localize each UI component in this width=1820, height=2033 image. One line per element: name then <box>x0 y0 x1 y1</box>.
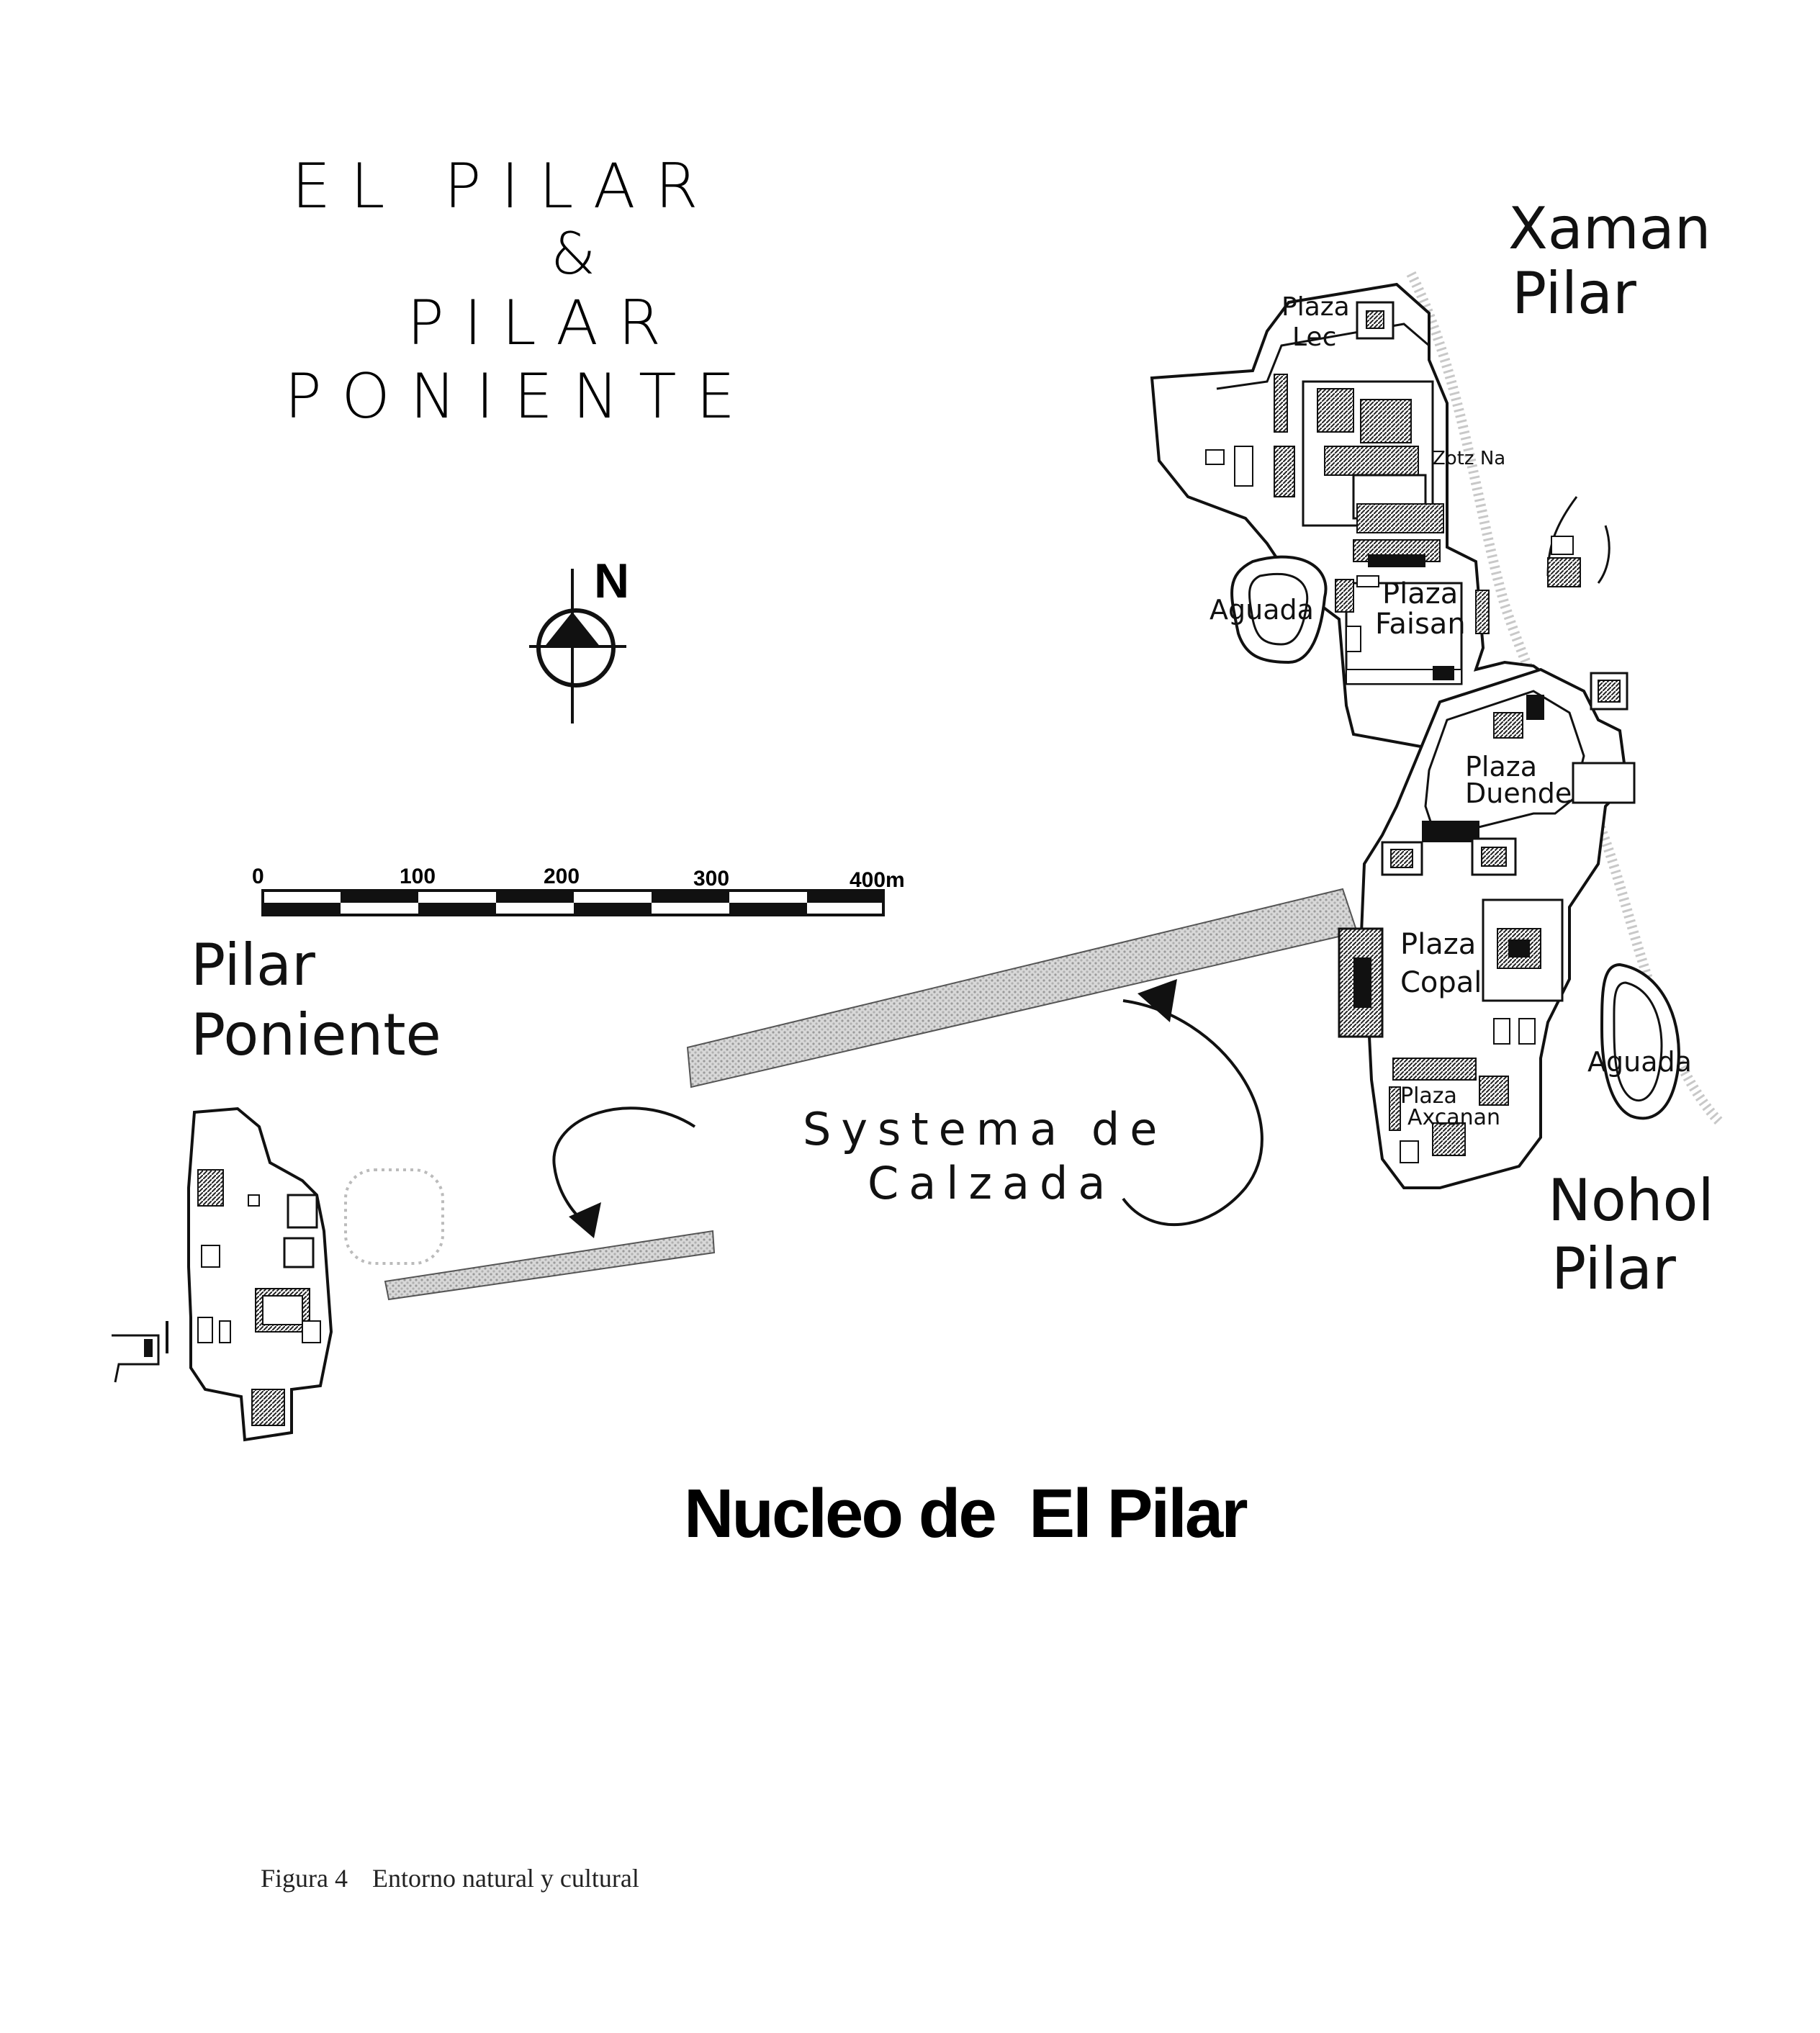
plaza-duende-label-2: Duende <box>1465 777 1572 809</box>
plaza-copal-label-2: Copal <box>1400 966 1482 999</box>
title-line-2: & <box>551 220 595 287</box>
title-line-3: P I L A R <box>407 287 661 359</box>
plaza-faisan-label-1: Plaza <box>1382 577 1458 610</box>
aguada-north-label: Aguada <box>1209 594 1314 626</box>
figure-caption-text: Entorno natural y cultural <box>372 1864 639 1893</box>
causeway-arrows: Systema de Calzada <box>552 979 1263 1238</box>
figure-number: Figura 4 <box>261 1864 348 1893</box>
group-label-poniente: Pilar Poniente <box>191 932 441 1068</box>
svg-text:Pilar: Pilar <box>191 932 315 999</box>
scale-tick-0: 0 <box>252 865 264 888</box>
north-arrow: N <box>529 554 629 724</box>
causeway-label-1: Systema de <box>803 1103 1167 1155</box>
causeway-upper <box>686 888 1359 1088</box>
nohol-pilar-complex: Plaza Duende Plaza Copal Plaza Axcanan <box>1338 667 1636 1189</box>
aguada-south-label: Aguada <box>1587 1046 1692 1078</box>
dotted-feature <box>344 1168 444 1265</box>
plaza-duende-label-1: Plaza <box>1465 751 1537 783</box>
title-line-4: P O N I E N T E <box>284 361 735 433</box>
group-label-xaman: Xaman Pilar <box>1508 195 1711 327</box>
scale-tick-300: 300 <box>693 867 729 891</box>
north-arrow-icon <box>544 612 601 648</box>
plaza-copal-label-1: Plaza <box>1400 928 1476 961</box>
arrow-head-icon <box>569 1202 601 1238</box>
plaza-lec-label-2: Lec <box>1292 323 1336 352</box>
svg-text:Xaman: Xaman <box>1508 195 1711 262</box>
svg-text:Pilar: Pilar <box>1512 260 1636 327</box>
xaman-pilar-complex: Plaza Lec Zotz Na Plaza Faisan <box>1150 271 1724 1127</box>
core-title: Nucleo de El Pilar <box>684 1475 1247 1552</box>
figure-caption: Figura 4 Entorno natural y cultural <box>261 1863 639 1893</box>
scale-bar: 0 100 200 300 400m <box>252 865 905 916</box>
svg-text:Nohol: Nohol <box>1548 1167 1714 1234</box>
plaza-axcanan-label-2: Axcanan <box>1407 1105 1500 1130</box>
svg-text:Pilar: Pilar <box>1551 1235 1676 1302</box>
north-label: N <box>594 554 629 608</box>
aguada-south: Aguada <box>1587 963 1692 1120</box>
title-line-1: E L P I L A R <box>292 150 698 222</box>
svg-text:Poniente: Poniente <box>191 1001 441 1068</box>
causeway-label-2: Calzada <box>868 1157 1115 1209</box>
scale-tick-400m: 400m <box>850 868 905 892</box>
aguada-north: Aguada <box>1209 555 1328 664</box>
causeway-lower <box>384 1230 716 1301</box>
plaza-lec-label-1: Plaza <box>1281 292 1350 322</box>
map-title: E L P I L A R & P I L A R P O N I E N T … <box>284 150 735 433</box>
pilar-poniente-complex <box>112 1106 333 1442</box>
arrow-head-icon <box>1138 979 1177 1022</box>
plaza-faisan-label-2: Faisan <box>1375 608 1466 641</box>
group-label-nohol: Nohol Pilar <box>1548 1167 1714 1302</box>
zotz-na-label: Zotz Na <box>1433 448 1505 469</box>
scale-tick-100: 100 <box>400 865 436 888</box>
plaza-axcanan-label-1: Plaza <box>1400 1083 1457 1109</box>
scale-tick-200: 200 <box>544 865 580 888</box>
